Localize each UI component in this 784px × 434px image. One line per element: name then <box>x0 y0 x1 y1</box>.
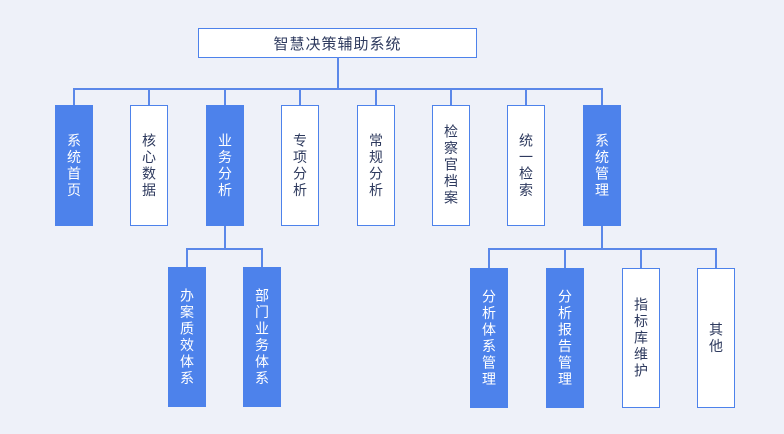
node-label: 指标库维护 <box>633 296 649 380</box>
node-label: 分析体系管理 <box>481 288 497 388</box>
node-prosecutor-archive: 检察官档案 <box>432 105 470 226</box>
connector-stub <box>564 248 566 268</box>
connector-stub <box>450 88 452 105</box>
connector-stub <box>640 248 642 268</box>
connector-stub <box>601 88 603 105</box>
connector-stub <box>375 88 377 105</box>
node-business-analysis: 业务分析 <box>206 105 244 226</box>
connector-system-rail <box>488 248 717 250</box>
connector-business-rail <box>186 248 263 250</box>
node-root-label: 智慧决策辅助系统 <box>273 35 402 53</box>
node-system-home: 系统首页 <box>55 105 93 226</box>
node-other: 其他 <box>697 268 735 408</box>
connector-root-stem <box>337 57 339 88</box>
node-case-quality-system: 办案质效体系 <box>168 267 206 407</box>
node-root: 智慧决策辅助系统 <box>198 28 477 58</box>
connector-stub <box>224 88 226 105</box>
node-unified-search: 统一检索 <box>507 105 545 226</box>
node-label: 常规分析 <box>368 132 384 199</box>
connector-stub <box>299 88 301 105</box>
node-label: 业务分析 <box>217 132 233 199</box>
node-label: 专项分析 <box>292 132 308 199</box>
node-analysis-system-management: 分析体系管理 <box>470 268 508 408</box>
node-label: 其他 <box>708 321 724 355</box>
node-label: 系统首页 <box>66 132 82 199</box>
node-label: 办案质效体系 <box>179 287 195 387</box>
node-system-management: 系统管理 <box>583 105 621 226</box>
node-core-data: 核心数据 <box>130 105 168 226</box>
connector-stub <box>715 248 717 268</box>
node-label: 核心数据 <box>141 132 157 199</box>
node-label: 分析报告管理 <box>557 288 573 388</box>
node-label: 部门业务体系 <box>254 287 270 387</box>
connector-stub <box>261 248 263 267</box>
connector-stub <box>488 248 490 268</box>
node-label: 统一检索 <box>518 132 534 199</box>
connector-stub <box>186 248 188 267</box>
node-indicator-library-maintenance: 指标库维护 <box>622 268 660 408</box>
connector-stub <box>73 88 75 105</box>
node-analysis-report-management: 分析报告管理 <box>546 268 584 408</box>
node-label: 系统管理 <box>594 132 610 199</box>
connector-level2-rail <box>73 88 603 90</box>
node-department-business-system: 部门业务体系 <box>243 267 281 407</box>
connector-stub <box>148 88 150 105</box>
node-special-analysis: 专项分析 <box>281 105 319 226</box>
node-regular-analysis: 常规分析 <box>357 105 395 226</box>
connector-stub <box>525 88 527 105</box>
connector-business-stem <box>224 226 226 248</box>
connector-system-stem <box>601 226 603 248</box>
node-label: 检察官档案 <box>443 124 459 207</box>
